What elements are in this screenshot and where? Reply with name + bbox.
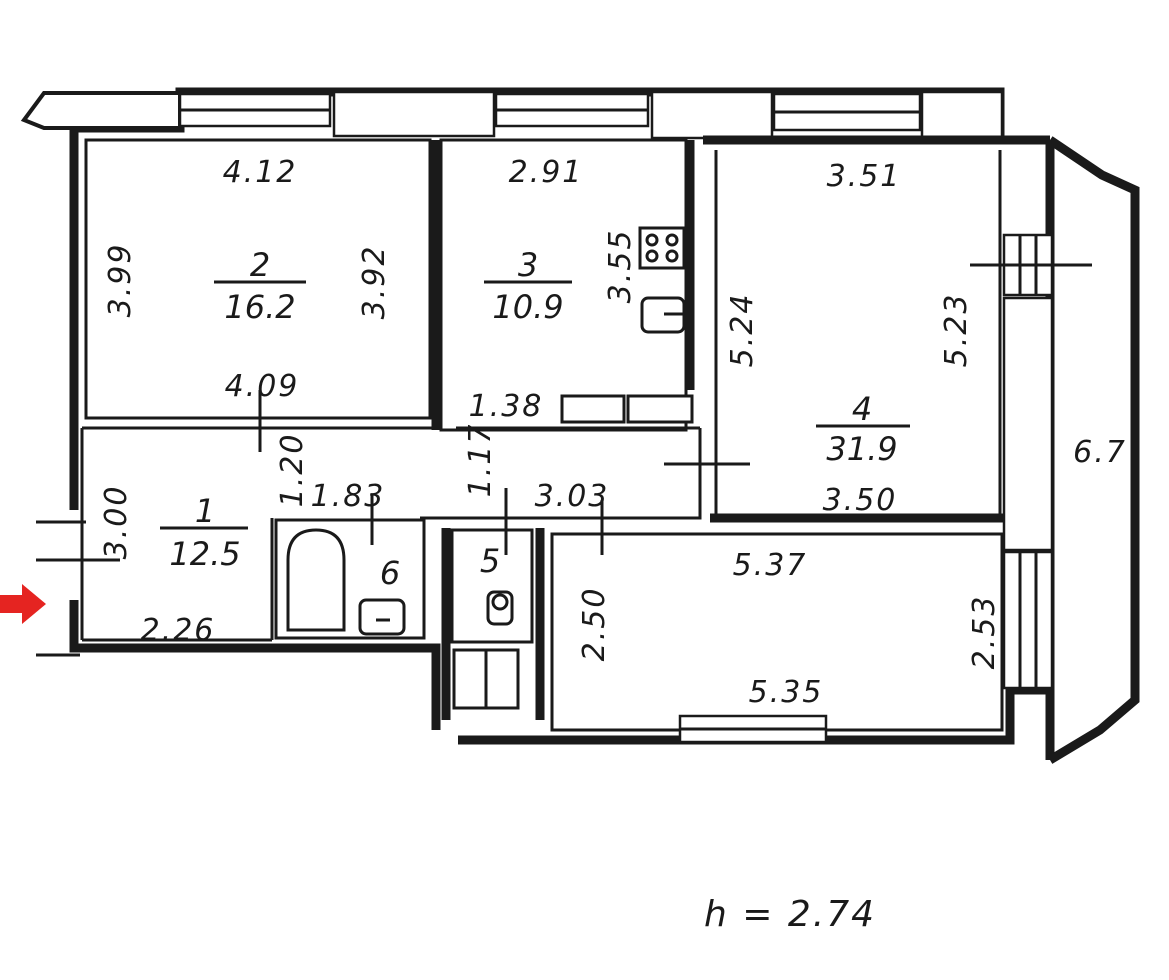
- dim-bottom-bottom: 5.35: [749, 675, 824, 710]
- bathroom-6: [274, 518, 426, 640]
- dim-bottom-right: 2.53: [967, 595, 1002, 670]
- dim-r2-bottom: 4.09: [225, 369, 300, 404]
- toilet-5: [441, 528, 545, 720]
- dim-r1-bottom: 2.26: [141, 613, 216, 648]
- dim-r1-left: 3.00: [99, 485, 134, 560]
- room-1-number: 1: [195, 492, 215, 530]
- arrow-right-icon: [0, 584, 46, 624]
- ceiling-height: h = 2.74: [704, 894, 876, 935]
- dim-r4-left: 5.24: [725, 293, 760, 368]
- room-3-area: 10.9: [492, 288, 563, 326]
- room-1-area: 12.5: [169, 535, 240, 573]
- dim-r3-top: 2.91: [509, 155, 584, 190]
- dim-r3-right: 3.55: [603, 229, 638, 304]
- dim-corridor-length: 3.03: [535, 479, 610, 514]
- room-4-area: 31.9: [826, 430, 897, 468]
- top-windows: [178, 90, 1004, 142]
- dim-r3-bottom: 1.38: [469, 389, 544, 424]
- dim-hall-door: 1.20: [275, 433, 310, 508]
- bottom-room: [550, 532, 1004, 744]
- room-2-area: 16.2: [224, 288, 295, 326]
- dim-bottom-top: 5.37: [733, 548, 808, 583]
- interior-walls: [80, 135, 1003, 642]
- dim-hall-width: 1.83: [311, 479, 386, 514]
- dim-corridor-width: 1.17: [463, 423, 498, 498]
- dim-loggia-side: 6.7: [1073, 435, 1127, 470]
- dim-r4-right: 5.23: [939, 293, 974, 368]
- room-6-number: 6: [380, 554, 400, 592]
- room-3-number: 3: [518, 246, 538, 284]
- dim-r4-top: 3.51: [827, 159, 902, 194]
- dimension-labels: 4.12 3.99 3.92 4.09 2.91 3.55 1.38 3.51 …: [99, 155, 1127, 935]
- room-2-number: 2: [250, 246, 270, 284]
- dim-r2-left: 3.99: [103, 243, 138, 318]
- dim-r2-top: 4.12: [223, 155, 298, 190]
- room-labels: 2 16.2 3 10.9 4 31.9 1 12.5 5 6: [160, 246, 910, 592]
- dimension-lines: [36, 390, 750, 657]
- kitchen-fixtures: [560, 226, 694, 424]
- wall-cap: [20, 91, 182, 130]
- room-4-number: 4: [852, 390, 872, 428]
- dim-bottom-left: 2.50: [577, 587, 612, 662]
- dim-r2-right: 3.92: [357, 245, 392, 320]
- right-windows: [970, 233, 1092, 690]
- room-5-number: 5: [480, 542, 500, 580]
- dim-r4-bottom: 3.50: [823, 483, 898, 518]
